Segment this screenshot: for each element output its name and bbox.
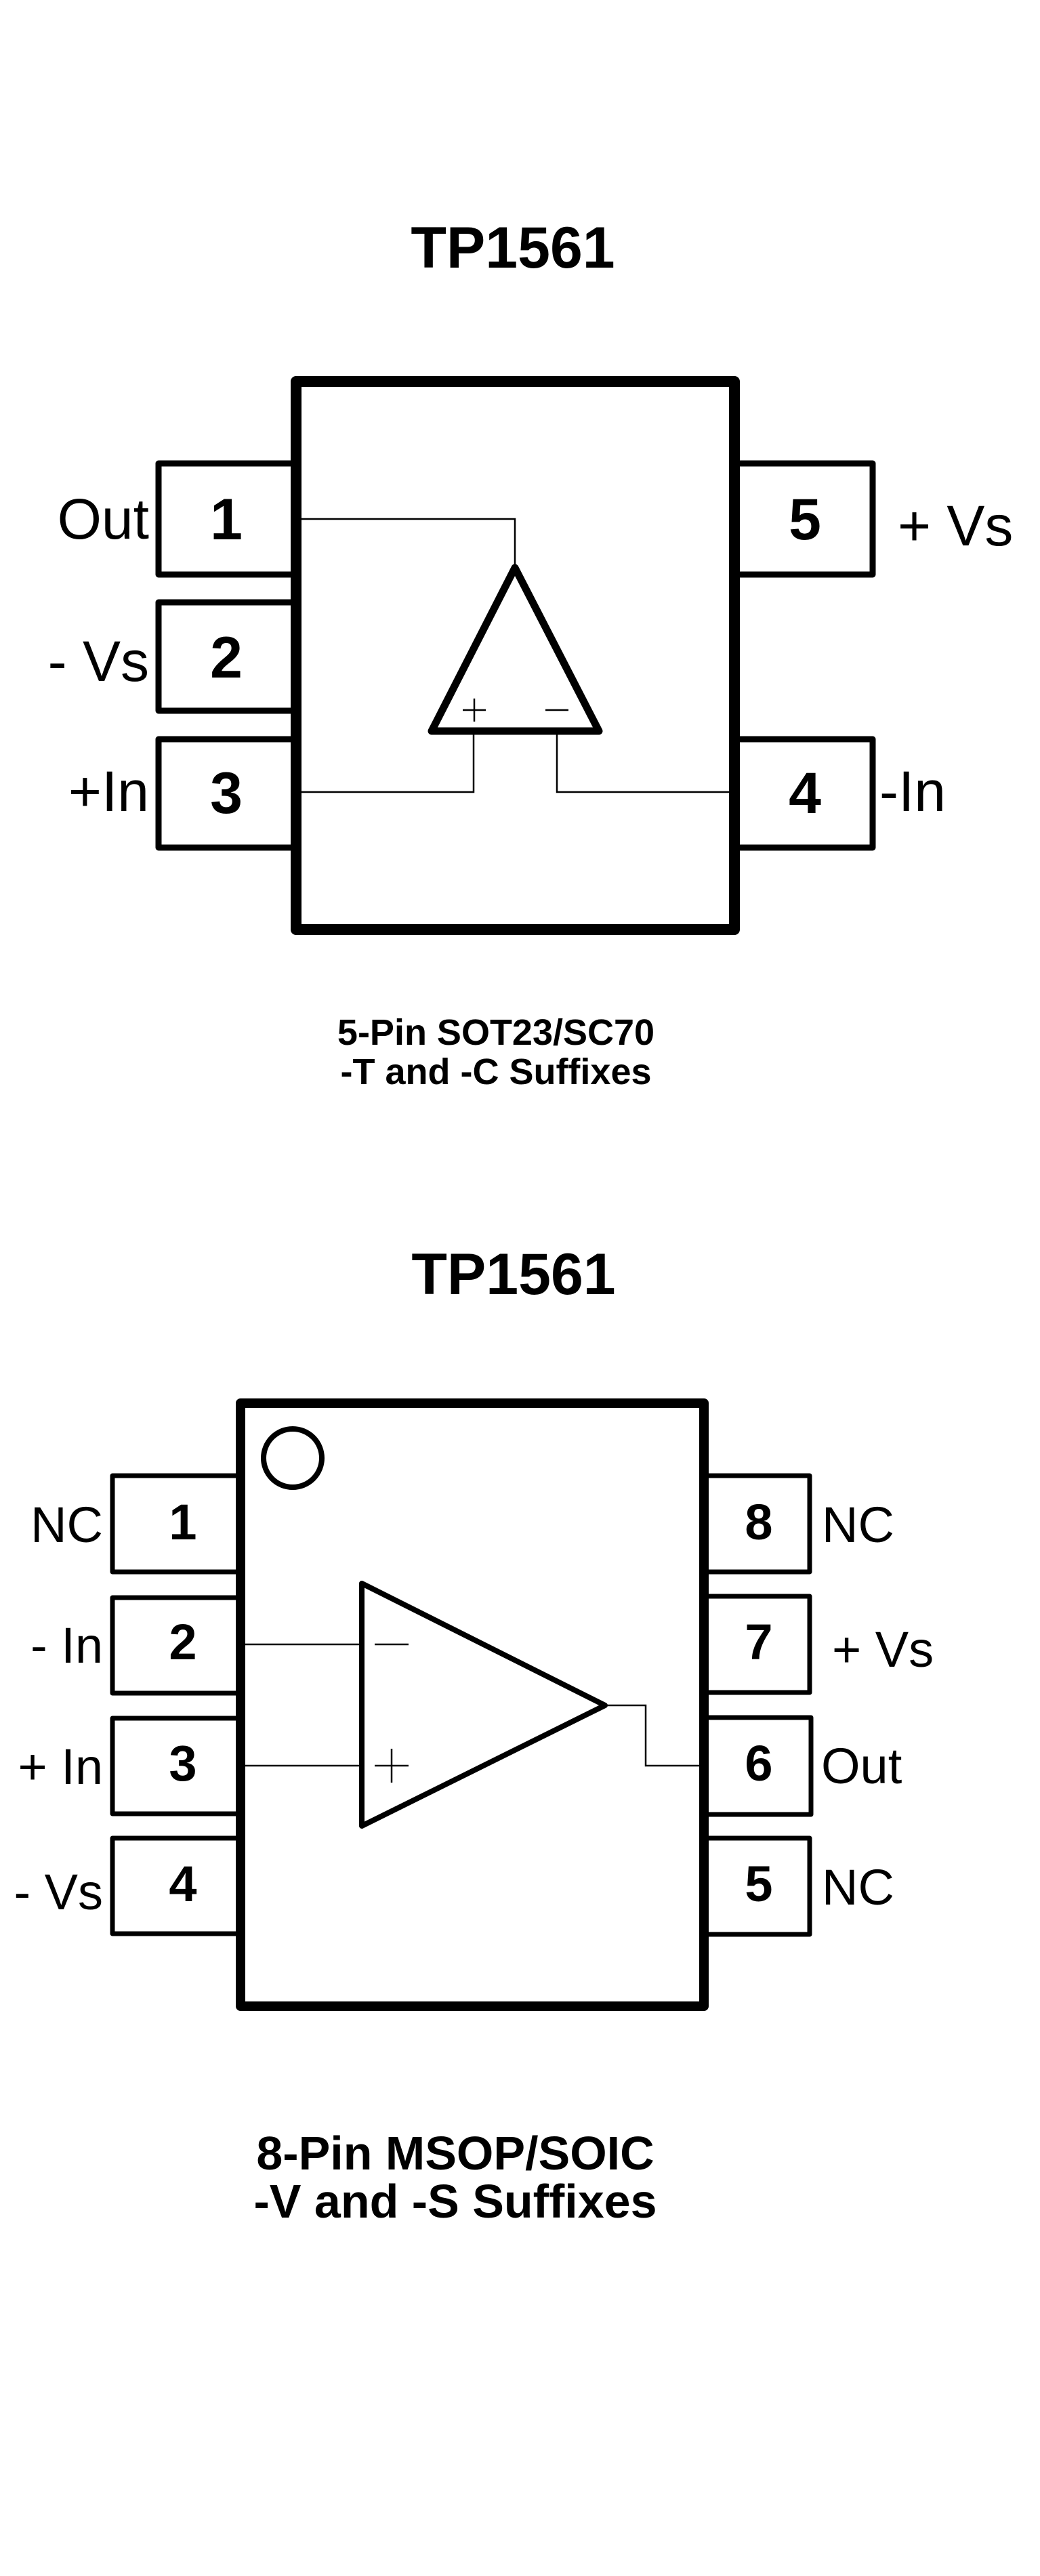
package-caption-line2: -V and -S Suffixes bbox=[253, 2175, 657, 2228]
package-caption-line2: -T and -C Suffixes bbox=[340, 1052, 651, 1092]
pin-label: - In bbox=[30, 1617, 103, 1674]
pin-3 bbox=[155, 736, 297, 851]
pin-number: 3 bbox=[169, 1735, 196, 1791]
package-sot23: TP1561 1 2 3 4 5 Out - Vs +In -In + Vs bbox=[48, 215, 1014, 1092]
pin-number: 2 bbox=[169, 1614, 196, 1670]
pin-number: 5 bbox=[745, 1856, 772, 1912]
op-amp-triangle-icon bbox=[428, 564, 603, 735]
package-title: TP1561 bbox=[411, 215, 615, 281]
pin-1 bbox=[110, 1473, 241, 1575]
plus-sign-icon bbox=[463, 699, 486, 722]
package-caption-line1: 8-Pin MSOP/SOIC bbox=[256, 2127, 654, 2180]
pin-label: + In bbox=[18, 1739, 104, 1795]
ic-body bbox=[291, 376, 740, 935]
wire-out bbox=[301, 518, 516, 566]
pin-label: NC bbox=[30, 1497, 103, 1553]
pin-5 bbox=[733, 460, 876, 578]
pin-number: 4 bbox=[169, 1856, 196, 1912]
pin-number: 2 bbox=[210, 625, 243, 690]
ic-body bbox=[236, 1398, 709, 2011]
pin-number: 3 bbox=[210, 761, 243, 826]
pin-number: 7 bbox=[745, 1614, 772, 1670]
pin-3 bbox=[110, 1716, 241, 1816]
wire-minus-in bbox=[556, 731, 729, 793]
package-caption-line1: 5-Pin SOT23/SC70 bbox=[337, 1012, 654, 1053]
package-title: TP1561 bbox=[411, 1242, 615, 1307]
pin-label: NC bbox=[822, 1859, 894, 1915]
pin-number: 5 bbox=[789, 487, 821, 552]
package-msop-soic: TP1561 1 2 3 4 5 6 7 8 bbox=[14, 1242, 934, 2228]
pin-label: Out bbox=[58, 487, 149, 551]
pin-label: -In bbox=[879, 760, 946, 823]
pin-label: NC bbox=[822, 1497, 894, 1553]
pin-number: 8 bbox=[745, 1494, 772, 1550]
pin-label: + Vs bbox=[832, 1621, 934, 1678]
pin-label: + Vs bbox=[898, 494, 1013, 558]
plus-sign-icon bbox=[375, 1749, 409, 1783]
pin-label: +In bbox=[68, 760, 149, 823]
wire-plus-in bbox=[301, 731, 475, 793]
pin-1 bbox=[155, 460, 297, 578]
pin1-indicator-circle-icon bbox=[261, 1426, 325, 1490]
op-amp-triangle-icon bbox=[359, 1581, 608, 1829]
pin-label: Out bbox=[821, 1738, 902, 1794]
wire-out bbox=[605, 1704, 699, 1767]
pin-number: 4 bbox=[789, 761, 821, 826]
pin-label: - Vs bbox=[14, 1864, 103, 1920]
pin-2 bbox=[155, 599, 297, 714]
pin-number: 1 bbox=[210, 487, 243, 552]
pin-number: 6 bbox=[745, 1735, 772, 1791]
pin-4 bbox=[733, 736, 876, 851]
pin-number: 1 bbox=[169, 1494, 196, 1550]
pin-label: - Vs bbox=[48, 629, 149, 693]
